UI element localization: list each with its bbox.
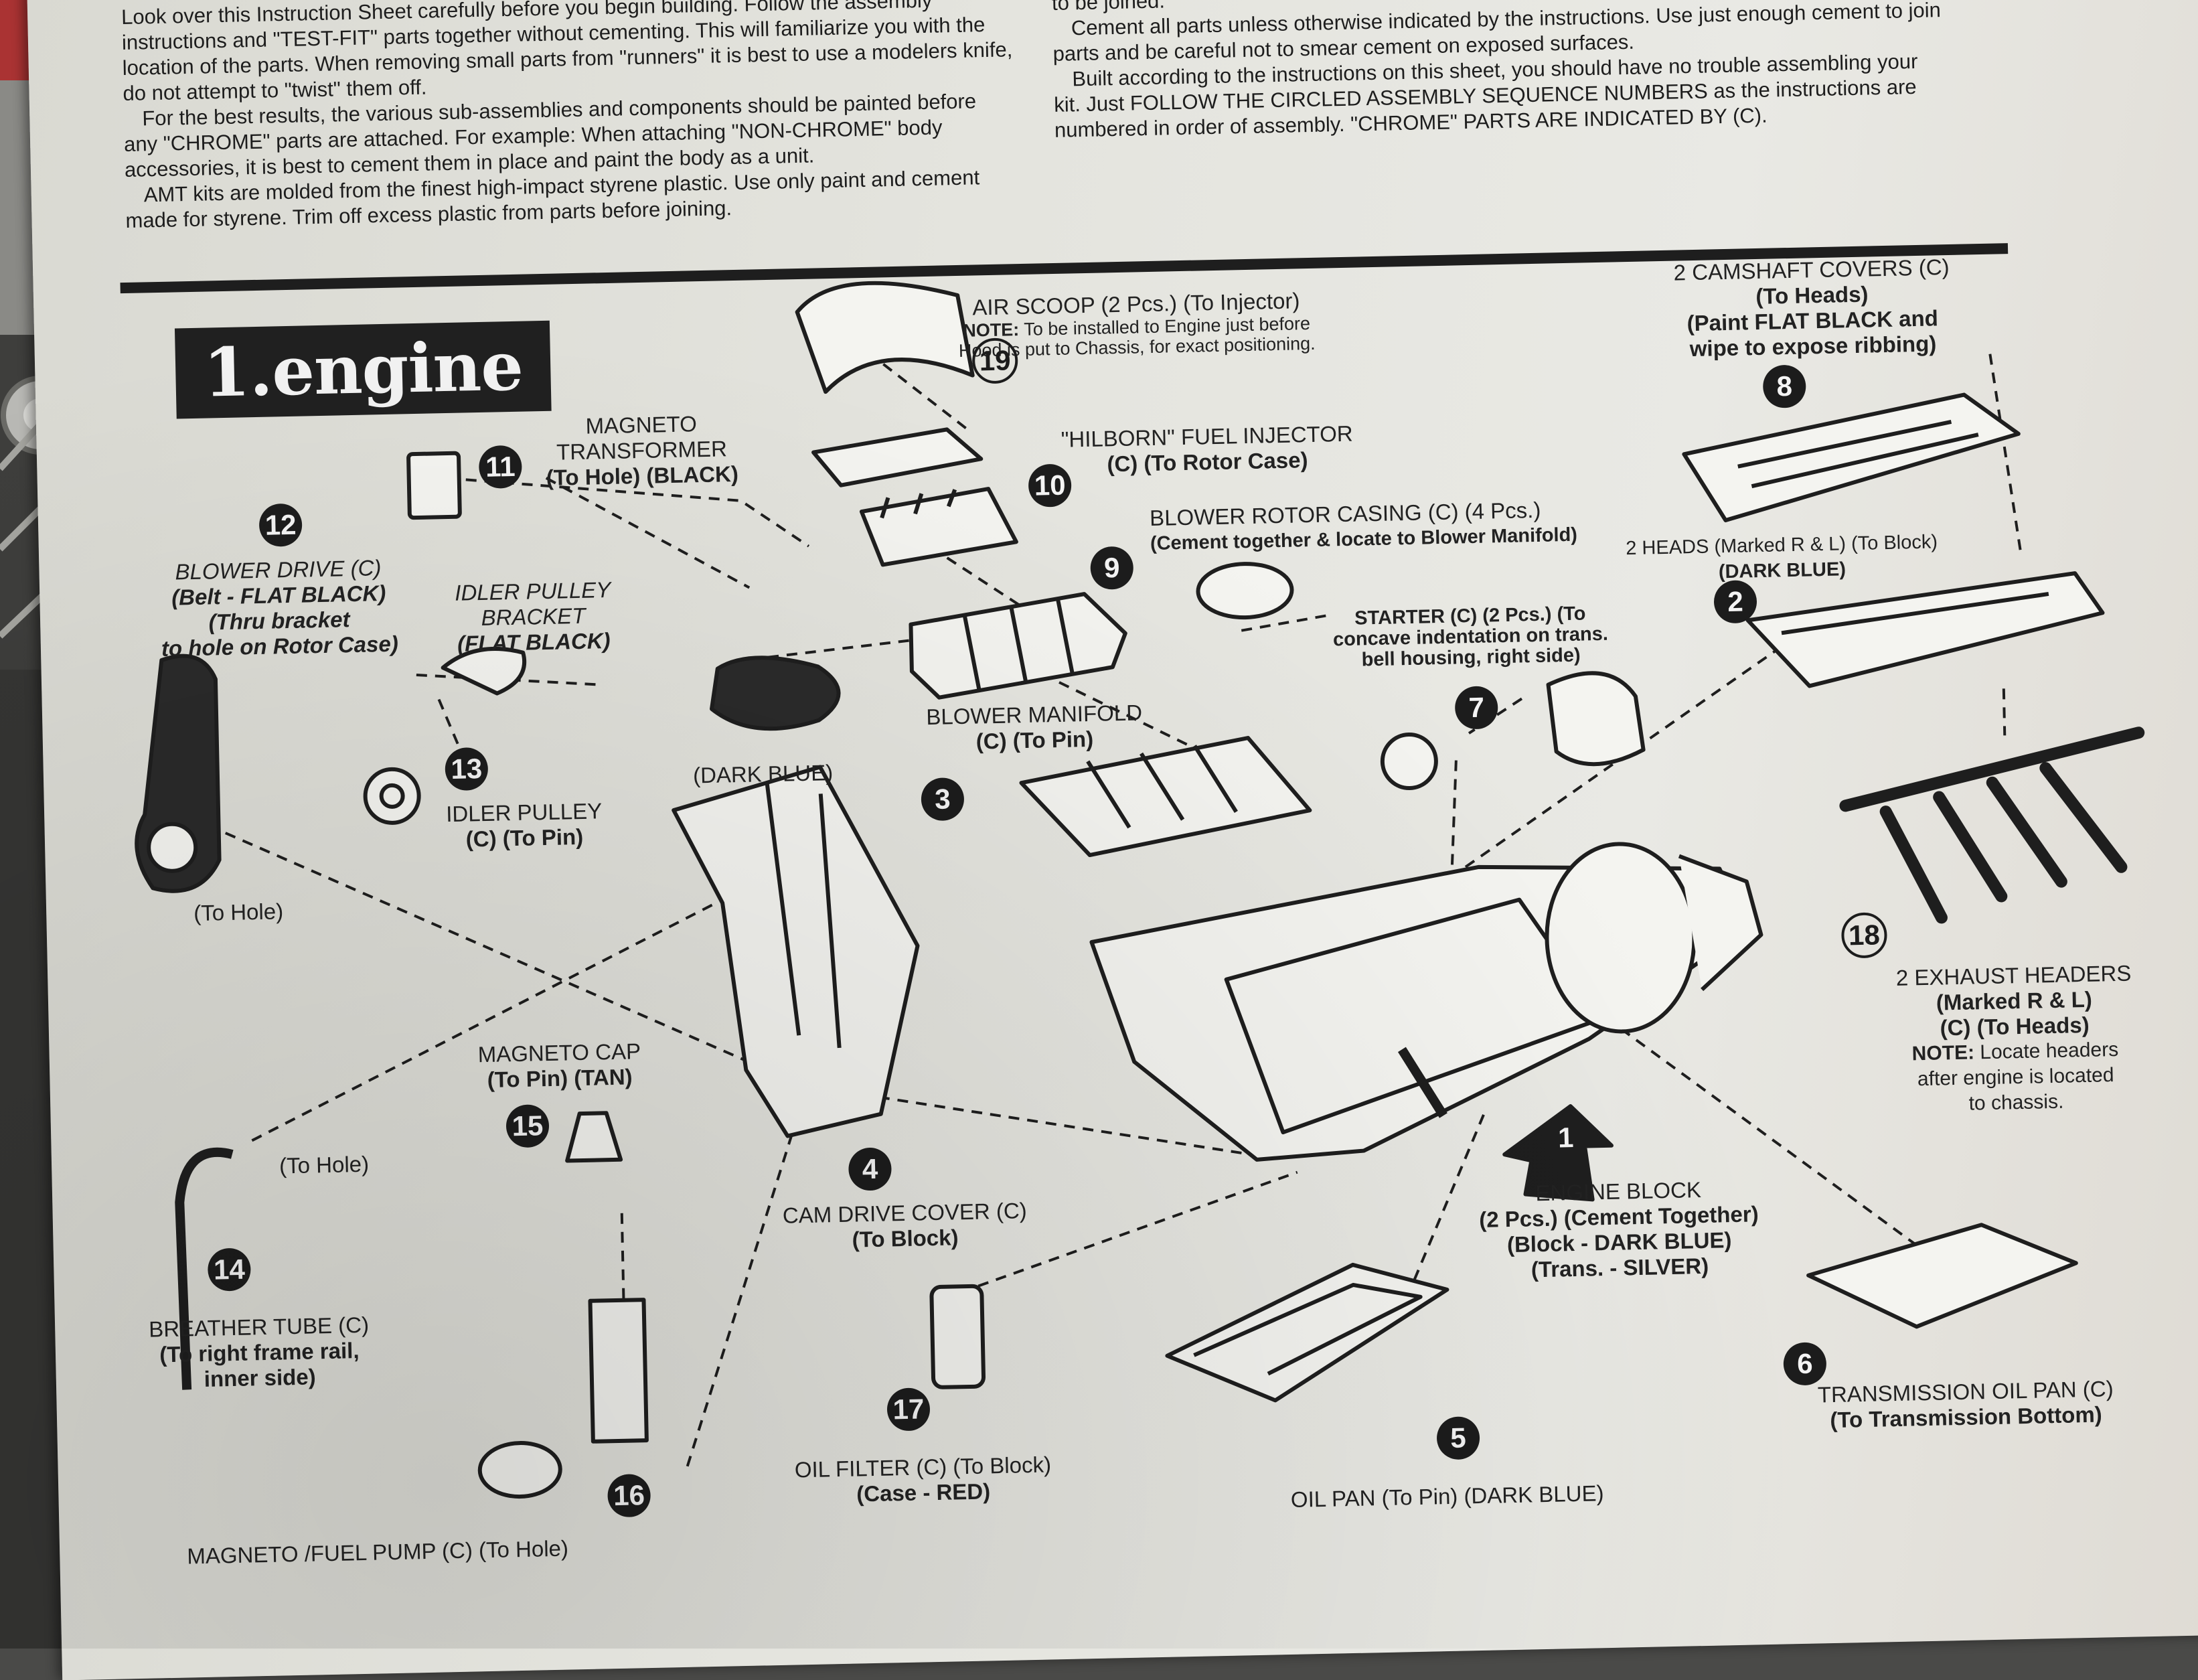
label-blower-rotor-casing: BLOWER ROTOR CASING (C) (4 Pcs.) (Cement… [1150, 497, 1577, 556]
magneto-cap-part [565, 1111, 623, 1163]
label-blower-manifold: BLOWER MANIFOLD (C) (To Pin) [926, 700, 1143, 755]
label-text: (Belt - FLAT BLACK) [171, 580, 386, 610]
label-text: (C) (To Pin) [465, 824, 584, 852]
label-text: MAGNETO CAP [477, 1039, 641, 1067]
starter-part [1546, 671, 1646, 767]
label-text: BRACKET [481, 603, 586, 630]
label-text: 2 EXHAUST HEADERS [1895, 960, 2132, 990]
label-idler-pulley-bracket: IDLER PULLEY BRACKET (FLAT BLACK) [455, 577, 612, 657]
injector-base-part [811, 427, 984, 487]
oil-filter-part [929, 1284, 986, 1389]
note-label: NOTE: [962, 319, 1020, 341]
label-text: inner side) [204, 1364, 317, 1391]
label-heads: 2 HEADS (Marked R & L) (To Block) (DARK … [1626, 529, 1938, 587]
label-breather-tube-hole: (To Hole) [279, 1151, 370, 1178]
label-idler-pulley: IDLER PULLEY (C) (To Pin) [446, 798, 603, 852]
label-text: to hole on Rotor Case) [161, 631, 399, 662]
label-text: MAGNETO [585, 411, 698, 439]
label-starter: STARTER (C) (2 Pcs.) (To concave indenta… [1332, 603, 1609, 672]
rotor-casing-end-part [1196, 562, 1294, 620]
label-blower-drive: BLOWER DRIVE (C) (Belt - FLAT BLACK) (Th… [159, 555, 399, 662]
label-text: Locate headers [1980, 1038, 2119, 1064]
label-text: after engine is located [1917, 1064, 2114, 1091]
blower-drive-pulley-part [710, 656, 841, 731]
camshaft-cover-part [1682, 392, 2021, 523]
air-scoop-part [795, 281, 975, 394]
label-breather-tube: BREATHER TUBE (C) (To right frame rail, … [149, 1312, 370, 1393]
engine-block-arrow-icon [1502, 1104, 1614, 1202]
instruction-sheet: Look over this Instruction Sheet careful… [27, 0, 2198, 1680]
engine-parts [135, 281, 2145, 1499]
blower-manifold-part [1019, 736, 1312, 858]
label-text: (To Pin) (TAN) [487, 1064, 633, 1092]
label-text: TRANSFORMER [556, 436, 728, 465]
label-text: CAM DRIVE COVER (C) [782, 1198, 1028, 1228]
assembly-leader-lines [224, 317, 2023, 1467]
exhaust-headers-part [1839, 727, 2145, 924]
transmission-oil-pan-part [1806, 1223, 2078, 1329]
label-engine-block: ENGINE BLOCK (2 Pcs.) (Cement Together) … [1478, 1176, 1760, 1284]
label-text: IDLER PULLEY [454, 577, 611, 605]
label-text: (To Hole) (BLACK) [546, 461, 739, 490]
cam-drive-cover-part [672, 765, 920, 1138]
starter-end-part [1380, 733, 1438, 791]
label-magneto-transformer: MAGNETO TRANSFORMER (To Hole) (BLACK) [545, 410, 738, 491]
label-text: OIL FILTER (C) (To Block) [794, 1452, 1052, 1482]
magneto-fuel-pump-part [588, 1298, 649, 1444]
fuel-injector-part [859, 487, 1018, 567]
label-text: (To Block) [852, 1225, 959, 1252]
label-camshaft-covers: 2 CAMSHAFT COVERS (C) (To Heads) (Paint … [1673, 254, 1951, 362]
label-exhaust-headers: 2 EXHAUST HEADERS (Marked R & L) (C) (To… [1895, 961, 2134, 1118]
label-oil-filter: OIL FILTER (C) (To Block) (Case - RED) [794, 1452, 1052, 1508]
note-label: NOTE: [1911, 1041, 1975, 1065]
idler-pulley-bracket-part [441, 646, 527, 696]
label-text: (FLAT BLACK) [457, 627, 611, 656]
label-text: BLOWER MANIFOLD [925, 700, 1143, 730]
label-text: IDLER PULLEY [445, 798, 603, 827]
label-blower-drive-hole: (To Hole) [193, 899, 284, 926]
label-cam-drive-paint: (DARK BLUE) [692, 760, 834, 788]
label-transmission-oil-pan: TRANSMISSION OIL PAN (C) (To Transmissio… [1817, 1376, 2114, 1433]
cylinder-head-part [1745, 571, 2105, 688]
magneto-transformer-part [406, 451, 462, 520]
label-text: (C) (To Pin) [975, 726, 1094, 754]
label-magneto-cap: MAGNETO CAP (To Pin) (TAN) [477, 1039, 641, 1093]
breather-tube-part [175, 1147, 234, 1390]
label-cam-drive-cover: CAM DRIVE COVER (C) (To Block) [783, 1198, 1028, 1254]
engine-exploded-diagram [135, 281, 2145, 1499]
label-text: (To right frame rail, [159, 1338, 360, 1367]
label-fuel-injector: "HILBORN" FUEL INJECTOR (C) (To Rotor Ca… [1061, 421, 1353, 478]
label-text: to chassis. [1968, 1090, 2064, 1115]
label-text: (Case - RED) [856, 1478, 991, 1507]
